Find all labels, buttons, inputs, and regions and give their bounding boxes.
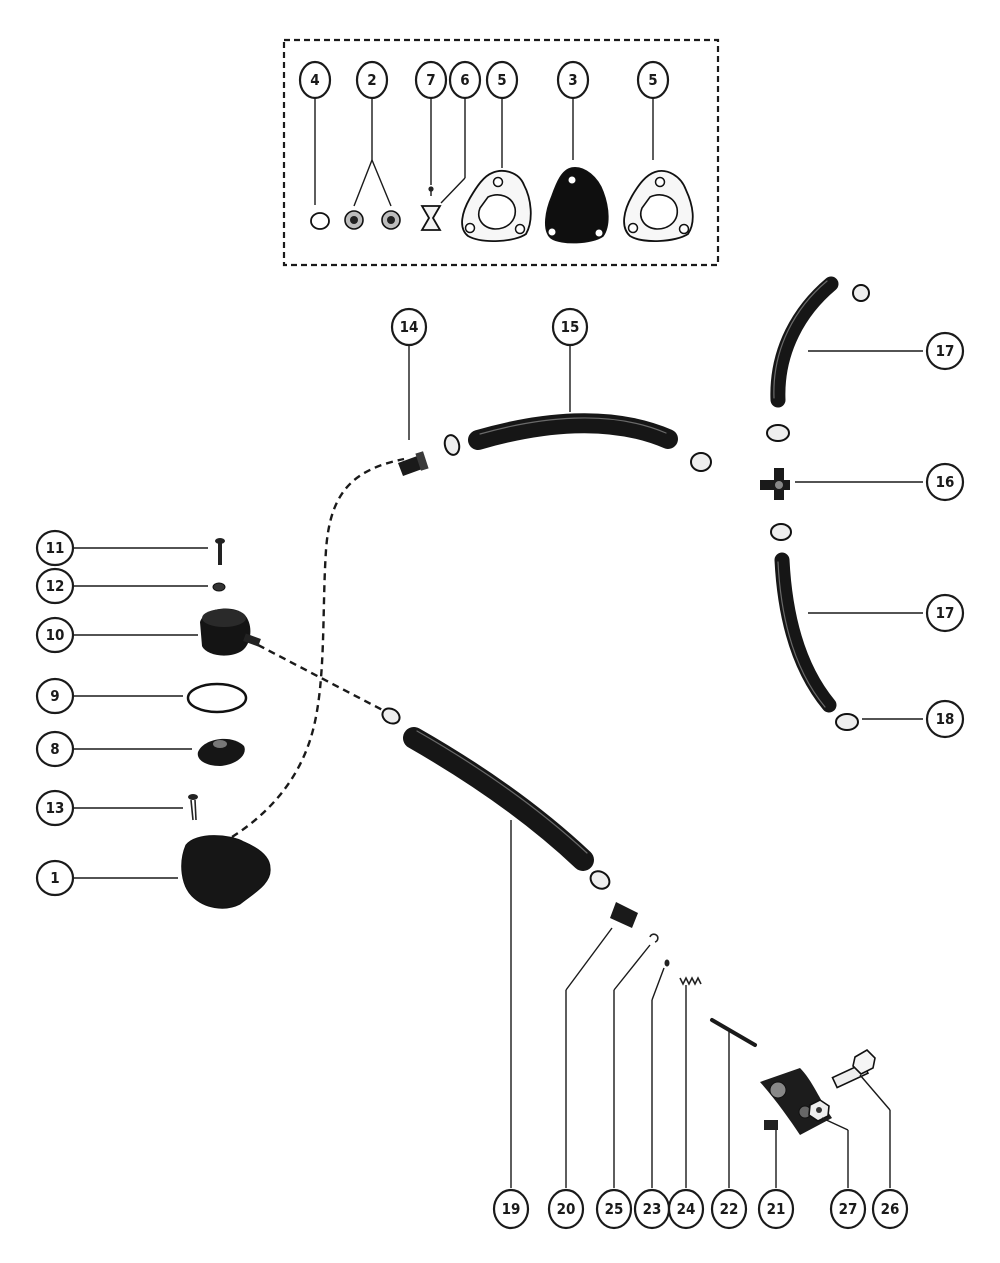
svg-text:22: 22 <box>720 1200 739 1218</box>
callout-20: 20 <box>547 1188 585 1230</box>
callout-3: 3 <box>556 60 590 100</box>
callout-6: 6 <box>448 60 482 100</box>
assembly-line-pump-to-fitting <box>231 457 405 839</box>
svg-text:13: 13 <box>46 799 65 817</box>
svg-text:19: 19 <box>502 1200 521 1218</box>
svg-text:11: 11 <box>46 539 65 557</box>
svg-text:10: 10 <box>46 626 65 644</box>
repair-kit-box <box>282 38 720 267</box>
callout-25: 25 <box>595 1188 633 1230</box>
leader-lines <box>73 97 923 1188</box>
svg-text:6: 6 <box>460 71 469 89</box>
callout-13: 13 <box>35 789 75 827</box>
part-26-bolt <box>831 1048 876 1089</box>
part-20-fitting <box>610 902 638 928</box>
lower-fuel-line <box>381 707 876 1135</box>
callout-17-upper: 17 <box>925 331 965 371</box>
part-4-o-ring <box>310 212 330 230</box>
part-15-hose <box>468 413 678 450</box>
svg-text:17: 17 <box>936 604 955 622</box>
svg-text:1: 1 <box>50 869 59 887</box>
part-3-diaphragm <box>545 167 609 244</box>
part-1-pump-body <box>181 835 271 909</box>
callout-5-left: 5 <box>485 60 519 100</box>
svg-text:2: 2 <box>367 71 376 89</box>
svg-text:15: 15 <box>561 318 580 336</box>
svg-text:18: 18 <box>936 710 955 728</box>
upper-fuel-line <box>398 413 712 476</box>
svg-text:25: 25 <box>605 1200 624 1218</box>
pump-parts <box>181 538 271 909</box>
callout-18: 18 <box>925 699 965 739</box>
svg-text:16: 16 <box>936 473 955 491</box>
part-5-gasket-left <box>461 170 532 242</box>
part-27-nut <box>808 1099 830 1122</box>
callout-5-right: 5 <box>636 60 670 100</box>
part-23-ball <box>664 959 670 967</box>
svg-text:21: 21 <box>767 1200 786 1218</box>
svg-text:5: 5 <box>497 71 506 89</box>
part-13-screw <box>188 794 198 821</box>
right-fuel-lines <box>760 276 870 731</box>
callout-1: 1 <box>35 859 75 897</box>
part-6-spring <box>420 205 442 231</box>
svg-text:3: 3 <box>568 71 577 89</box>
svg-text:14: 14 <box>400 318 419 336</box>
part-9-o-ring <box>186 682 248 714</box>
svg-text:5: 5 <box>648 71 657 89</box>
callout-2: 2 <box>355 60 389 100</box>
callout-15: 15 <box>551 307 589 347</box>
svg-text:4: 4 <box>310 71 319 89</box>
part-17-hose-upper <box>770 276 839 408</box>
part-16-tee-fitting <box>760 468 790 500</box>
callout-26: 26 <box>871 1188 909 1230</box>
callout-21: 21 <box>757 1188 795 1230</box>
svg-text:17: 17 <box>936 342 955 360</box>
svg-text:12: 12 <box>46 577 65 595</box>
callout-24: 24 <box>667 1188 705 1230</box>
kit-parts <box>310 167 694 244</box>
callout-7: 7 <box>414 60 448 100</box>
callout-17-lower: 17 <box>925 593 965 633</box>
callouts: 4 2 7 6 5 3 5 14 <box>35 60 965 1230</box>
callout-16: 16 <box>925 462 965 502</box>
callout-9: 9 <box>35 677 75 715</box>
svg-text:24: 24 <box>677 1200 696 1218</box>
part-7-pin <box>428 186 434 196</box>
svg-text:26: 26 <box>881 1200 900 1218</box>
svg-text:20: 20 <box>557 1200 576 1218</box>
part-2-check-valves <box>344 210 401 230</box>
part-5-gasket-right <box>623 170 694 242</box>
callout-12: 12 <box>35 567 75 605</box>
assembly-line-cover-to-hose <box>257 643 393 717</box>
callout-11: 11 <box>35 529 75 567</box>
callout-14: 14 <box>390 307 428 347</box>
callout-23: 23 <box>633 1188 671 1230</box>
svg-text:8: 8 <box>50 740 59 758</box>
callout-22: 22 <box>710 1188 748 1230</box>
callout-4: 4 <box>298 60 332 100</box>
part-14-fitting <box>398 451 429 476</box>
part-24-spring <box>679 976 702 986</box>
svg-text:7: 7 <box>426 71 435 89</box>
part-22-valve-stem <box>710 1018 757 1047</box>
callout-10: 10 <box>35 616 75 654</box>
callout-8: 8 <box>35 730 75 768</box>
part-11-screw <box>215 538 225 565</box>
part-10-cover <box>200 608 261 656</box>
part-12-washer <box>212 582 226 592</box>
svg-text:27: 27 <box>839 1200 858 1218</box>
part-8-diaphragm <box>197 738 245 766</box>
svg-text:9: 9 <box>50 687 59 705</box>
part-18-sleeve <box>835 713 859 731</box>
part-19-hose <box>403 727 594 871</box>
callout-27: 27 <box>829 1188 867 1230</box>
callout-19: 19 <box>492 1188 530 1230</box>
svg-text:23: 23 <box>643 1200 662 1218</box>
part-25-retainer <box>649 933 659 943</box>
part-17-hose-lower <box>774 552 837 713</box>
